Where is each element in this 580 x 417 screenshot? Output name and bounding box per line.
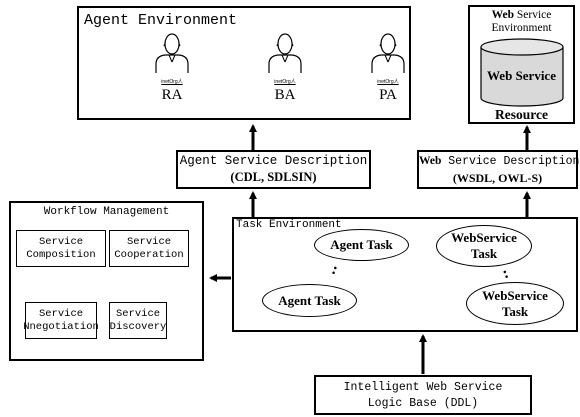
agent-task-label: Agent Task [330,237,393,252]
wsd-line2: (WSDL, OWL-S) [452,171,543,185]
resource-label: Resource [495,107,548,122]
person-icon [371,33,405,73]
agent-pa: inetOrg人 PA [358,30,418,104]
agent-service-description-box: Agent Service Description (CDL, SDLSIN) [176,150,371,189]
agent-caption: inetOrg人 [377,79,399,85]
agent-label: RA [161,87,183,103]
wsd-line1: Web Service Description [419,155,580,168]
web-service-environment-box: Web Service Environment Web Service Reso… [468,5,575,124]
logic-base-line1: Intelligent Web Service [343,381,503,394]
cylinder-label: Web Service [487,68,556,83]
agent-label: BA [274,87,296,103]
title-rest: Service [514,9,552,21]
agent-environment-box: Agent Environment inetOrg人 RA inetOrg人 B… [77,6,411,120]
web-service-description-box: Web Service Description (WSDL, OWL-S) [417,150,580,189]
agent-task-label: Agent Task [278,292,341,308]
person-icon [155,33,189,73]
agent-caption: inetOrg人 [161,79,183,85]
logic-base-line2: Logic Base (DDL) [367,397,479,410]
logic-base-box: Intelligent Web Service Logic Base (DDL) [314,375,532,415]
title-line2: Environment [491,22,552,34]
web-service-environment-title: Web Service Environment [470,9,573,35]
agent-environment-title: Agent Environment [84,12,238,29]
agent-caption: inetOrg人 [274,79,296,85]
task-environment-box: Task Environment Agent Task Agent Task :… [232,217,578,332]
asd-line2: (CDL, SDLSIN) [230,170,317,184]
agent-task-1: Agent Task [314,229,409,261]
workflow-management-title: Workflow Management [43,206,170,218]
agent-label: PA [379,87,397,103]
person-icon [268,33,302,73]
wsd-rest: Service Description [441,155,580,168]
database-cylinder-icon [480,38,564,107]
agent-ba: inetOrg人 BA [255,30,315,104]
wsd-web-prefix: Web [419,155,442,167]
ellipsis-dots: : [500,264,511,283]
asd-line1: Agent Service Description [179,154,368,168]
agent-ra: inetOrg人 RA [142,30,202,104]
agent-task-2: Agent Task [262,284,357,317]
title-web-prefix: Web [491,9,514,21]
task-environment-title: Task Environment [236,219,342,231]
ellipsis-dots: : [329,260,341,279]
